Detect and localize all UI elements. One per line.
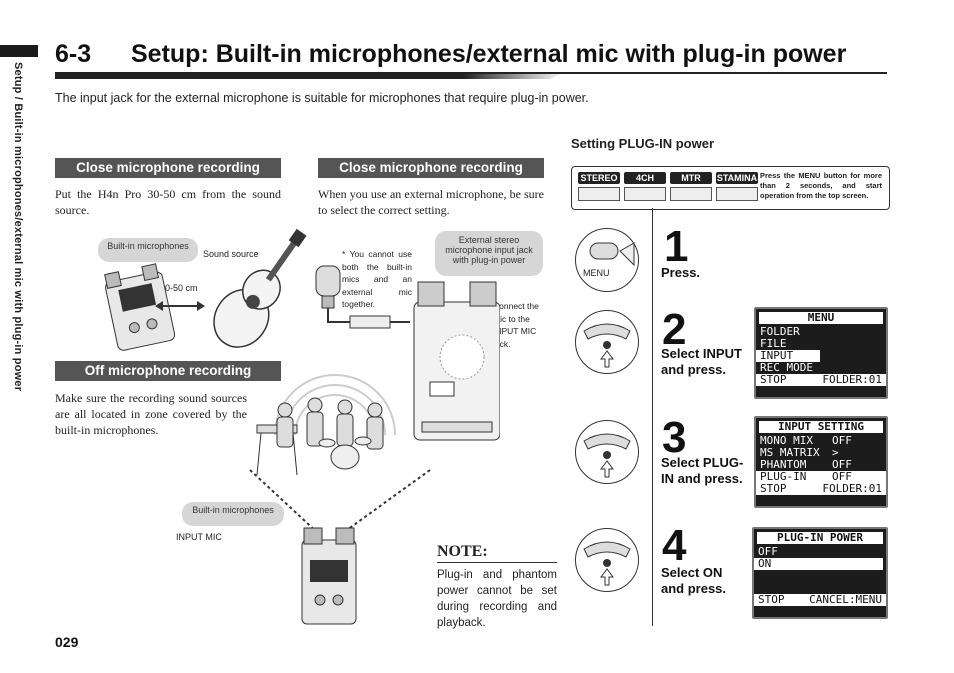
mode-4ch: 4CH — [624, 172, 666, 201]
menu-button-icon — [589, 242, 635, 267]
intro-text: The input jack for the external micropho… — [55, 91, 589, 105]
mode-mtr: MTR — [670, 172, 712, 201]
title-rule-thick — [55, 72, 565, 79]
recorder-device-icon-3 — [413, 281, 500, 441]
dial-press-icon — [583, 323, 631, 368]
mode-stamina-icon — [716, 187, 758, 201]
mode-mtr-icon — [670, 187, 712, 201]
builtin-mics-label-1: Built-in microphones — [98, 238, 198, 262]
input-mic-label: INPUT MIC — [176, 532, 222, 542]
setting-title: Setting PLUG-IN power — [571, 136, 714, 151]
external-mic-illustration — [315, 265, 500, 441]
off-rec-header: Off microphone recording — [55, 361, 281, 381]
dial-illustration-4 — [575, 528, 639, 592]
step-2-text: Select INPUT and press. — [661, 346, 742, 377]
recorder-device-icon — [104, 263, 176, 351]
step-3-number: 3 — [662, 413, 687, 462]
close-rec-header-2: Close microphone recording — [318, 158, 544, 178]
section-number: 6-3 — [55, 40, 92, 68]
note-heading: NOTE: — [437, 543, 488, 560]
recorder-device-icon-2 — [301, 527, 357, 625]
distance-label: 30-50 cm — [160, 283, 198, 293]
menu-button-illustration — [575, 228, 639, 292]
lcd-input-selected: INPUT — [756, 350, 820, 362]
step-1-text: Press. — [661, 265, 701, 280]
external-mic-icon — [315, 265, 341, 297]
mode-stamina: STAMINA — [716, 172, 758, 201]
close-rec-body-1: Put the H4n Pro 30-50 cm from the sound … — [55, 187, 281, 217]
menu-button-label: MENU — [583, 268, 610, 278]
dial-press-icon — [583, 541, 631, 586]
side-tab-marker — [0, 45, 38, 57]
section-title: Setup: Built-in microphones/external mic… — [131, 40, 847, 68]
off-rec-body: Make sure the recording sound sources ar… — [55, 391, 247, 437]
footnote-text: * You cannot use both the built-in mics … — [342, 249, 412, 309]
step-4-text: Select ON and press. — [661, 565, 727, 596]
close-rec-header-1: Close microphone recording — [55, 158, 281, 178]
note-text: Plug-in and phantom power cannot be set … — [437, 569, 557, 629]
coverage-zone-lines — [249, 469, 431, 536]
mode-stereo: STEREO — [578, 172, 620, 201]
builtin-mics-label-2: Built-in microphones — [182, 502, 284, 526]
dial-illustration-2 — [575, 310, 639, 374]
ext-mic-jack-label: External stereo microphone input jack wi… — [435, 231, 543, 276]
dial-illustration-3 — [575, 420, 639, 484]
mode-stereo-icon — [578, 187, 620, 201]
sound-source-label: Sound source — [203, 249, 259, 259]
musicians-icon — [276, 397, 384, 450]
side-section-label: Setup / Built-in microphones/external mi… — [12, 62, 24, 392]
step-3-text: Select PLUG-IN and press. — [661, 455, 744, 486]
band-illustration — [256, 374, 396, 476]
mode-4ch-icon — [624, 187, 666, 201]
close-rec-body-2: When you use an external microphone, be … — [318, 187, 544, 217]
plug-icon — [349, 315, 391, 329]
dial-press-icon — [583, 433, 631, 478]
step-4-number: 4 — [662, 521, 687, 570]
connect-label: Connect the mic to the INPUT MIC jack. — [493, 301, 539, 349]
step-2-number: 2 — [662, 305, 687, 354]
drum-kit-icon — [318, 436, 372, 470]
guitar-icon — [213, 228, 307, 348]
lcd-on-selected: ON — [754, 558, 883, 570]
steps-divider — [652, 208, 653, 626]
close-recording-illustration — [104, 228, 307, 351]
step-1-number: 1 — [664, 222, 689, 271]
page-title: 6-3 Setup: Built-in microphones/external … — [55, 40, 846, 69]
note-rule — [437, 562, 557, 563]
page-number: 029 — [55, 634, 79, 650]
mode-note: Press the MENU button for more than 2 se… — [760, 171, 882, 200]
